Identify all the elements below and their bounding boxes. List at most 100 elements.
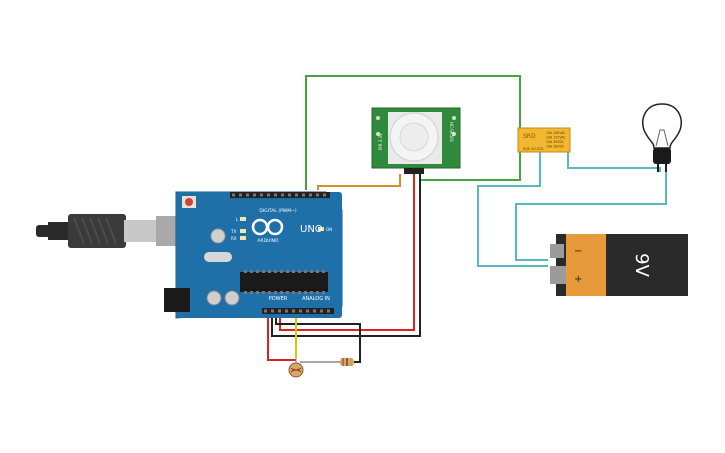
relay-spec-line: 10A 28VDC [546,145,565,149]
usb-plug [68,214,126,248]
ldr-wire-red[interactable] [267,316,296,361]
signal-wire-orange[interactable] [317,174,401,190]
header-pin[interactable] [281,193,284,197]
header-pin[interactable] [295,193,298,197]
pir-pins[interactable] [404,168,424,174]
chip-pin[interactable] [316,270,319,273]
header-pin[interactable] [239,193,242,197]
header-pin[interactable] [232,193,235,197]
header-pin[interactable] [267,193,270,197]
chip-pin[interactable] [280,291,283,294]
header-pin[interactable] [274,193,277,197]
chip-pin[interactable] [262,270,265,273]
chip-pin[interactable] [268,291,271,294]
header-pin[interactable] [323,193,326,197]
chip-pin[interactable] [274,270,277,273]
chip-pin[interactable] [286,291,289,294]
chip-pin[interactable] [244,270,247,273]
crystal-oscillator [210,228,226,244]
resonator [204,252,232,262]
chip-pin[interactable] [292,270,295,273]
led-on-label: ON [326,227,332,232]
digital-header[interactable] [230,192,330,198]
chip-pin[interactable] [250,291,253,294]
header-pin[interactable] [288,193,291,197]
resistor-wire-black[interactable] [275,316,361,363]
chip-pin[interactable] [304,270,307,273]
battery-minus-label: − [574,246,582,257]
chip-pin[interactable] [322,291,325,294]
chip-pin[interactable] [250,270,253,273]
header-pin[interactable] [316,193,319,197]
chip-pin[interactable] [268,270,271,273]
header-pin[interactable] [313,309,316,313]
header-pin[interactable] [327,309,330,313]
ground-wire-black[interactable] [271,174,421,337]
header-pin[interactable] [253,193,256,197]
header-pin[interactable] [299,309,302,313]
led-rx-label: RX [231,236,237,241]
arduino-board[interactable]: DIGITAL (PWM~) L TX RX ON ARDUINO UNO PO… [164,191,343,319]
pir-right-label: HC-SR501 [449,122,454,143]
signal-wire-green[interactable] [305,75,521,190]
battery-terminal-plus[interactable] [550,266,566,284]
chip-pin[interactable] [256,291,259,294]
chip-pin[interactable] [262,291,265,294]
wires [267,75,667,363]
header-pin[interactable] [285,309,288,313]
relay-spec-line: 10A 30VDC [546,140,565,144]
relay-model: KQE-5V-SCS [523,147,543,151]
atmega-chip [240,272,328,292]
relay-wire-teal-1[interactable] [477,152,548,267]
battery-9v[interactable]: − + 9V [550,234,688,296]
pir-sensor[interactable]: PIR 3.3V HC-SR501 [371,107,461,174]
relay-body [517,127,571,153]
header-pin[interactable] [264,309,267,313]
battery-terminal-minus[interactable] [550,244,564,258]
battery-orange-band [566,234,606,296]
chip-pin[interactable] [292,291,295,294]
chip-pin[interactable] [286,270,289,273]
relay-wire-teal-2[interactable] [567,152,661,172]
bulb-socket [653,148,671,164]
relay-spec-line: 10A 125VAC [546,136,566,140]
header-pin[interactable] [302,193,305,197]
chip-pin[interactable] [304,291,307,294]
lamp-wire-teal[interactable] [515,172,667,261]
power-label: POWER [269,296,288,302]
chip-pin[interactable] [280,270,283,273]
digital-label: DIGITAL (PWM~) [259,208,297,214]
chip-pin[interactable] [310,270,313,273]
chip-pin[interactable] [310,291,313,294]
header-pin[interactable] [320,309,323,313]
chip-pin[interactable] [256,270,259,273]
header-pin[interactable] [306,309,309,313]
chip-pin[interactable] [274,291,277,294]
light-bulb[interactable] [642,103,682,172]
resistor[interactable] [300,358,354,366]
led-on [318,227,324,231]
header-pin[interactable] [246,193,249,197]
power-analog-header[interactable] [262,308,334,314]
header-pin[interactable] [278,309,281,313]
relay-spec-line: 10A 250VAC [546,131,566,135]
usb-cable[interactable] [36,214,184,248]
photoresistor[interactable] [288,358,304,378]
header-pin[interactable] [260,193,263,197]
power-jack[interactable] [164,288,190,312]
brand-label: ARDUINO [257,238,279,244]
header-pin[interactable] [309,193,312,197]
chip-pin[interactable] [316,291,319,294]
chip-pin[interactable] [298,270,301,273]
header-pin[interactable] [292,309,295,313]
pir-left-label: PIR 3.3V [378,133,383,150]
header-pin[interactable] [271,309,274,313]
bulb-glass-icon [642,103,682,149]
chip-pin[interactable] [244,291,247,294]
chip-pin[interactable] [322,270,325,273]
chip-pin[interactable] [298,291,301,294]
led-tx-label: TX [230,229,236,234]
analog-label: ANALOG IN [302,296,330,302]
led-l [240,217,246,221]
